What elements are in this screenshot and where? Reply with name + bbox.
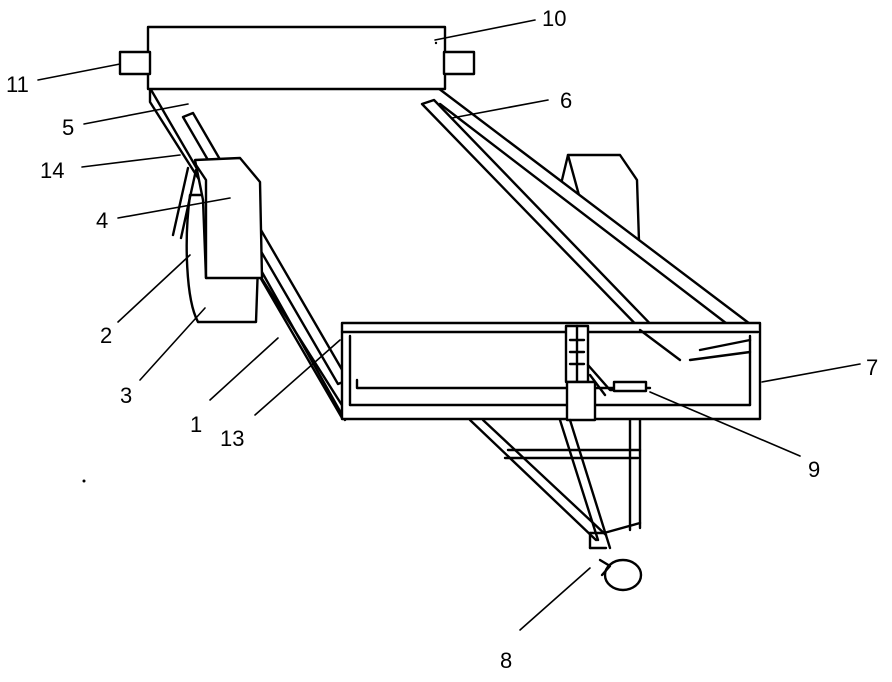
roller-body: [146, 25, 447, 91]
leader-2: [117, 254, 191, 323]
label-8: 8: [500, 648, 512, 673]
leader-3: [139, 307, 206, 381]
leader-6: [451, 99, 549, 119]
label-1: 1: [190, 412, 202, 437]
label-6: 6: [560, 88, 572, 113]
leader-13: [254, 339, 341, 416]
leader-14: [81, 154, 181, 168]
leader-7: [761, 363, 861, 383]
leader-9: [649, 391, 801, 457]
tongue-hitch: [468, 418, 643, 592]
label-5: 5: [62, 115, 74, 140]
leader-5: [83, 103, 189, 125]
reference-labels: 1 2 3 4 5 6 7 8 9 10 11 13 14: [6, 6, 878, 673]
label-3: 3: [120, 383, 132, 408]
leader-1: [209, 337, 279, 401]
left-wheel-fender: [171, 156, 264, 324]
scan-speck: [434, 41, 438, 45]
label-4: 4: [96, 208, 108, 233]
leader-10: [434, 19, 536, 41]
label-11: 11: [6, 72, 29, 97]
scan-speck: [82, 479, 86, 483]
roller-right-axle: [442, 50, 476, 76]
label-13: 13: [220, 426, 244, 451]
roller-assembly: [118, 25, 476, 91]
leader-8: [519, 567, 591, 631]
leader-4: [117, 197, 231, 219]
label-10: 10: [542, 6, 566, 31]
leader-lines: [37, 19, 861, 631]
rear-box-frame: [340, 321, 762, 421]
label-7: 7: [866, 355, 878, 380]
label-9: 9: [808, 457, 820, 482]
label-2: 2: [100, 323, 112, 348]
lift-mechanism: [564, 324, 648, 422]
roller-left-axle: [118, 50, 152, 76]
leader-11: [37, 63, 121, 81]
label-14: 14: [40, 158, 64, 183]
